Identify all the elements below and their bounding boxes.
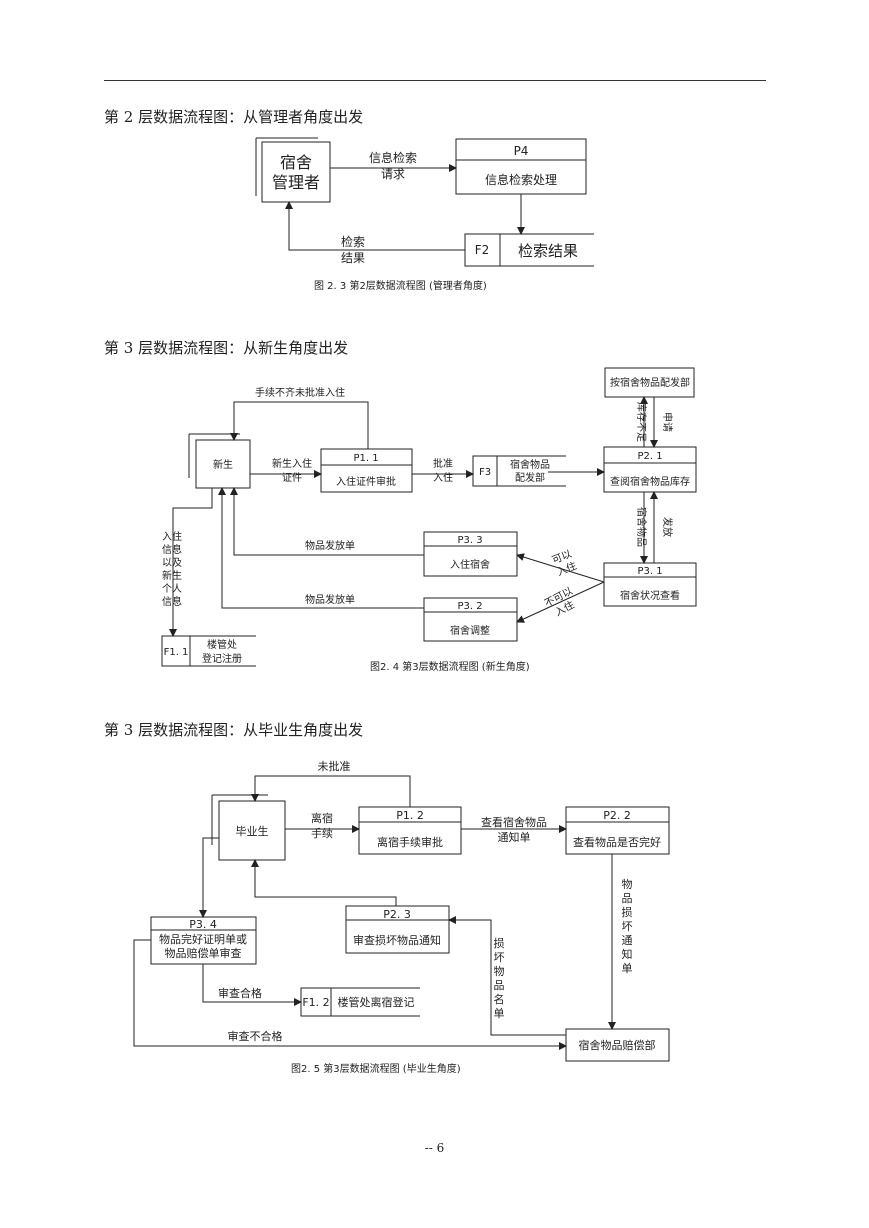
flow-v1: 库存不足 — [635, 402, 648, 442]
p34-name-line2: 物品赔偿单审查 — [165, 946, 242, 960]
heading-level3-newstudent: 第 3 层数据流程图：从新生角度出发 — [104, 339, 349, 357]
flow-result-line2: 结果 — [341, 251, 365, 265]
flow-notice-line1: 查看宿舍物品 — [481, 815, 547, 829]
flow-damage-list-vertical: 损 坏 物 品 名 单 — [494, 936, 505, 1020]
p21-name: 查阅宿舍物品库存 — [610, 475, 690, 488]
flow-info-1: 入住 — [162, 530, 182, 543]
entity-dept-box — [604, 367, 695, 398]
flow-info-3: 以及 — [162, 557, 182, 569]
p11-name: 入住证件审批 — [336, 475, 396, 488]
flow-damage-notice-1: 物 — [622, 877, 633, 891]
p34-id: P3. 4 — [189, 918, 217, 931]
f12-id: F1. 2 — [302, 996, 329, 1009]
page-number: -- 6 — [424, 1141, 445, 1155]
flow-info-5: 个人 — [162, 583, 182, 595]
p23-name: 审查损坏物品通知 — [353, 933, 441, 947]
f11-id: F1. 1 — [164, 647, 189, 658]
f3-id: F3 — [479, 467, 491, 478]
flow-notice-line2: 通知单 — [498, 830, 531, 844]
flow-damage-list-2: 坏 — [494, 951, 505, 964]
flow-damage-list-4: 品 — [494, 979, 505, 992]
p31-name: 宿舍状况查看 — [620, 589, 680, 602]
flow-request-line2: 请求 — [381, 167, 405, 181]
flow-docs-line1: 新生入住 — [272, 457, 312, 470]
p21-id: P2. 1 — [637, 451, 662, 462]
flow-info-6: 信息 — [162, 595, 182, 608]
f3-name-line1: 宿舍物品 — [510, 458, 550, 471]
flow-info-4: 新生 — [162, 569, 182, 582]
heading-level3-graduate: 第 3 层数据流程图：从毕业生角度出发 — [104, 721, 364, 739]
flow-leave-line1: 离宿 — [311, 811, 333, 825]
f11-name-line1: 楼管处 — [207, 638, 237, 651]
flow-approved-line1: 批准 — [433, 457, 453, 470]
entity-manager-box — [261, 141, 331, 203]
flow-info-vertical: 入住 信息 以及 新生 个人 信息 — [162, 530, 182, 608]
p33-id: P3. 3 — [457, 535, 482, 546]
p12-name: 离宿手续审批 — [377, 835, 443, 849]
entity-dept-label: 按宿舍物品配发部 — [610, 376, 690, 389]
flow-issue-1: 物品发放单 — [305, 539, 355, 552]
flow-docs-line2: 证件 — [282, 472, 302, 484]
p22-id: P2. 2 — [603, 809, 631, 822]
entity-compensation-label: 宿舍物品赔偿部 — [579, 1038, 656, 1052]
p32-id: P3. 2 — [457, 601, 482, 612]
p32-name: 宿舍调整 — [450, 624, 490, 637]
p12-id: P1. 2 — [396, 809, 424, 822]
caption-fig24: 图2. 4 第3层数据流程图 (新生角度) — [370, 662, 530, 673]
flow-damage-list-3: 物 — [494, 964, 505, 978]
flow-damage-notice-vertical: 物 品 损 坏 通 知 单 — [622, 877, 633, 975]
f2-id: F2 — [475, 243, 490, 257]
entity-graduate-label: 毕业生 — [236, 824, 269, 838]
p34-name-line1: 物品完好证明单或 — [159, 932, 247, 946]
flow-info-2: 信息 — [162, 543, 182, 556]
store-f11-box — [161, 635, 256, 667]
flow-request-line1: 信息检索 — [369, 150, 417, 165]
flow-issue-2: 物品发放单 — [305, 593, 355, 606]
flow-notapproved: 未批准 — [318, 759, 351, 773]
flow-damage-notice-5: 通 — [622, 934, 633, 947]
f2-name: 检索结果 — [518, 242, 578, 260]
heading-level2-manager: 第 2 层数据流程图：从管理者角度出发 — [104, 108, 364, 126]
flow-leave-line2: 手续 — [311, 826, 333, 840]
caption-fig23: 图 2. 3 第2层数据流程图 (管理者角度) — [314, 281, 487, 292]
p4-name: 信息检索处理 — [485, 172, 557, 187]
flow-v4: 发放 — [661, 517, 674, 537]
caption-fig25: 图2. 5 第3层数据流程图 (毕业生角度) — [291, 1064, 461, 1075]
flow-result-line1: 检索 — [341, 234, 365, 249]
entity-manager-line2: 管理者 — [272, 173, 320, 192]
fig23-diagram — [255, 137, 594, 267]
flow-fail: 审查不合格 — [228, 1029, 283, 1043]
entity-newstudent-label: 新生 — [213, 458, 233, 471]
flow-damage-notice-7: 单 — [622, 962, 633, 975]
flow-damage-notice-6: 知 — [622, 947, 633, 961]
f3-name-line2: 配发部 — [515, 471, 545, 484]
f12-name: 楼管处离宿登记 — [338, 995, 415, 1009]
p31-id: P3. 1 — [637, 566, 662, 577]
p22-name: 查看物品是否完好 — [573, 835, 661, 849]
fig24-diagram — [161, 367, 697, 667]
process-p23-box — [345, 905, 450, 954]
flow-v2: 申请 — [661, 412, 674, 432]
header-rule — [104, 80, 766, 81]
flow-pass: 审查合格 — [218, 986, 262, 1000]
flow-incomplete: 手续不齐未批准入住 — [255, 386, 345, 399]
flow-damage-notice-4: 坏 — [622, 920, 633, 933]
flow-damage-list-6: 单 — [494, 1007, 505, 1020]
flow-damage-list-5: 名 — [494, 992, 505, 1006]
entity-manager-line1: 宿舍 — [280, 153, 312, 172]
flow-damage-notice-2: 品 — [622, 892, 633, 905]
flow-damage-notice-3: 损 — [622, 905, 633, 919]
fig25-diagram — [133, 775, 670, 1062]
p11-id: P1. 1 — [353, 453, 378, 464]
f11-name-line2: 登记注册 — [202, 652, 242, 665]
p4-id: P4 — [514, 144, 529, 158]
flow-v3: 宿舍物品 — [635, 507, 648, 547]
p33-name: 入住宿舍 — [450, 558, 490, 571]
flow-approved-line2: 入住 — [433, 471, 453, 484]
process-p31-box — [603, 562, 697, 607]
p23-id: P2. 3 — [383, 908, 411, 921]
flow-damage-list-1: 损 — [494, 936, 505, 950]
